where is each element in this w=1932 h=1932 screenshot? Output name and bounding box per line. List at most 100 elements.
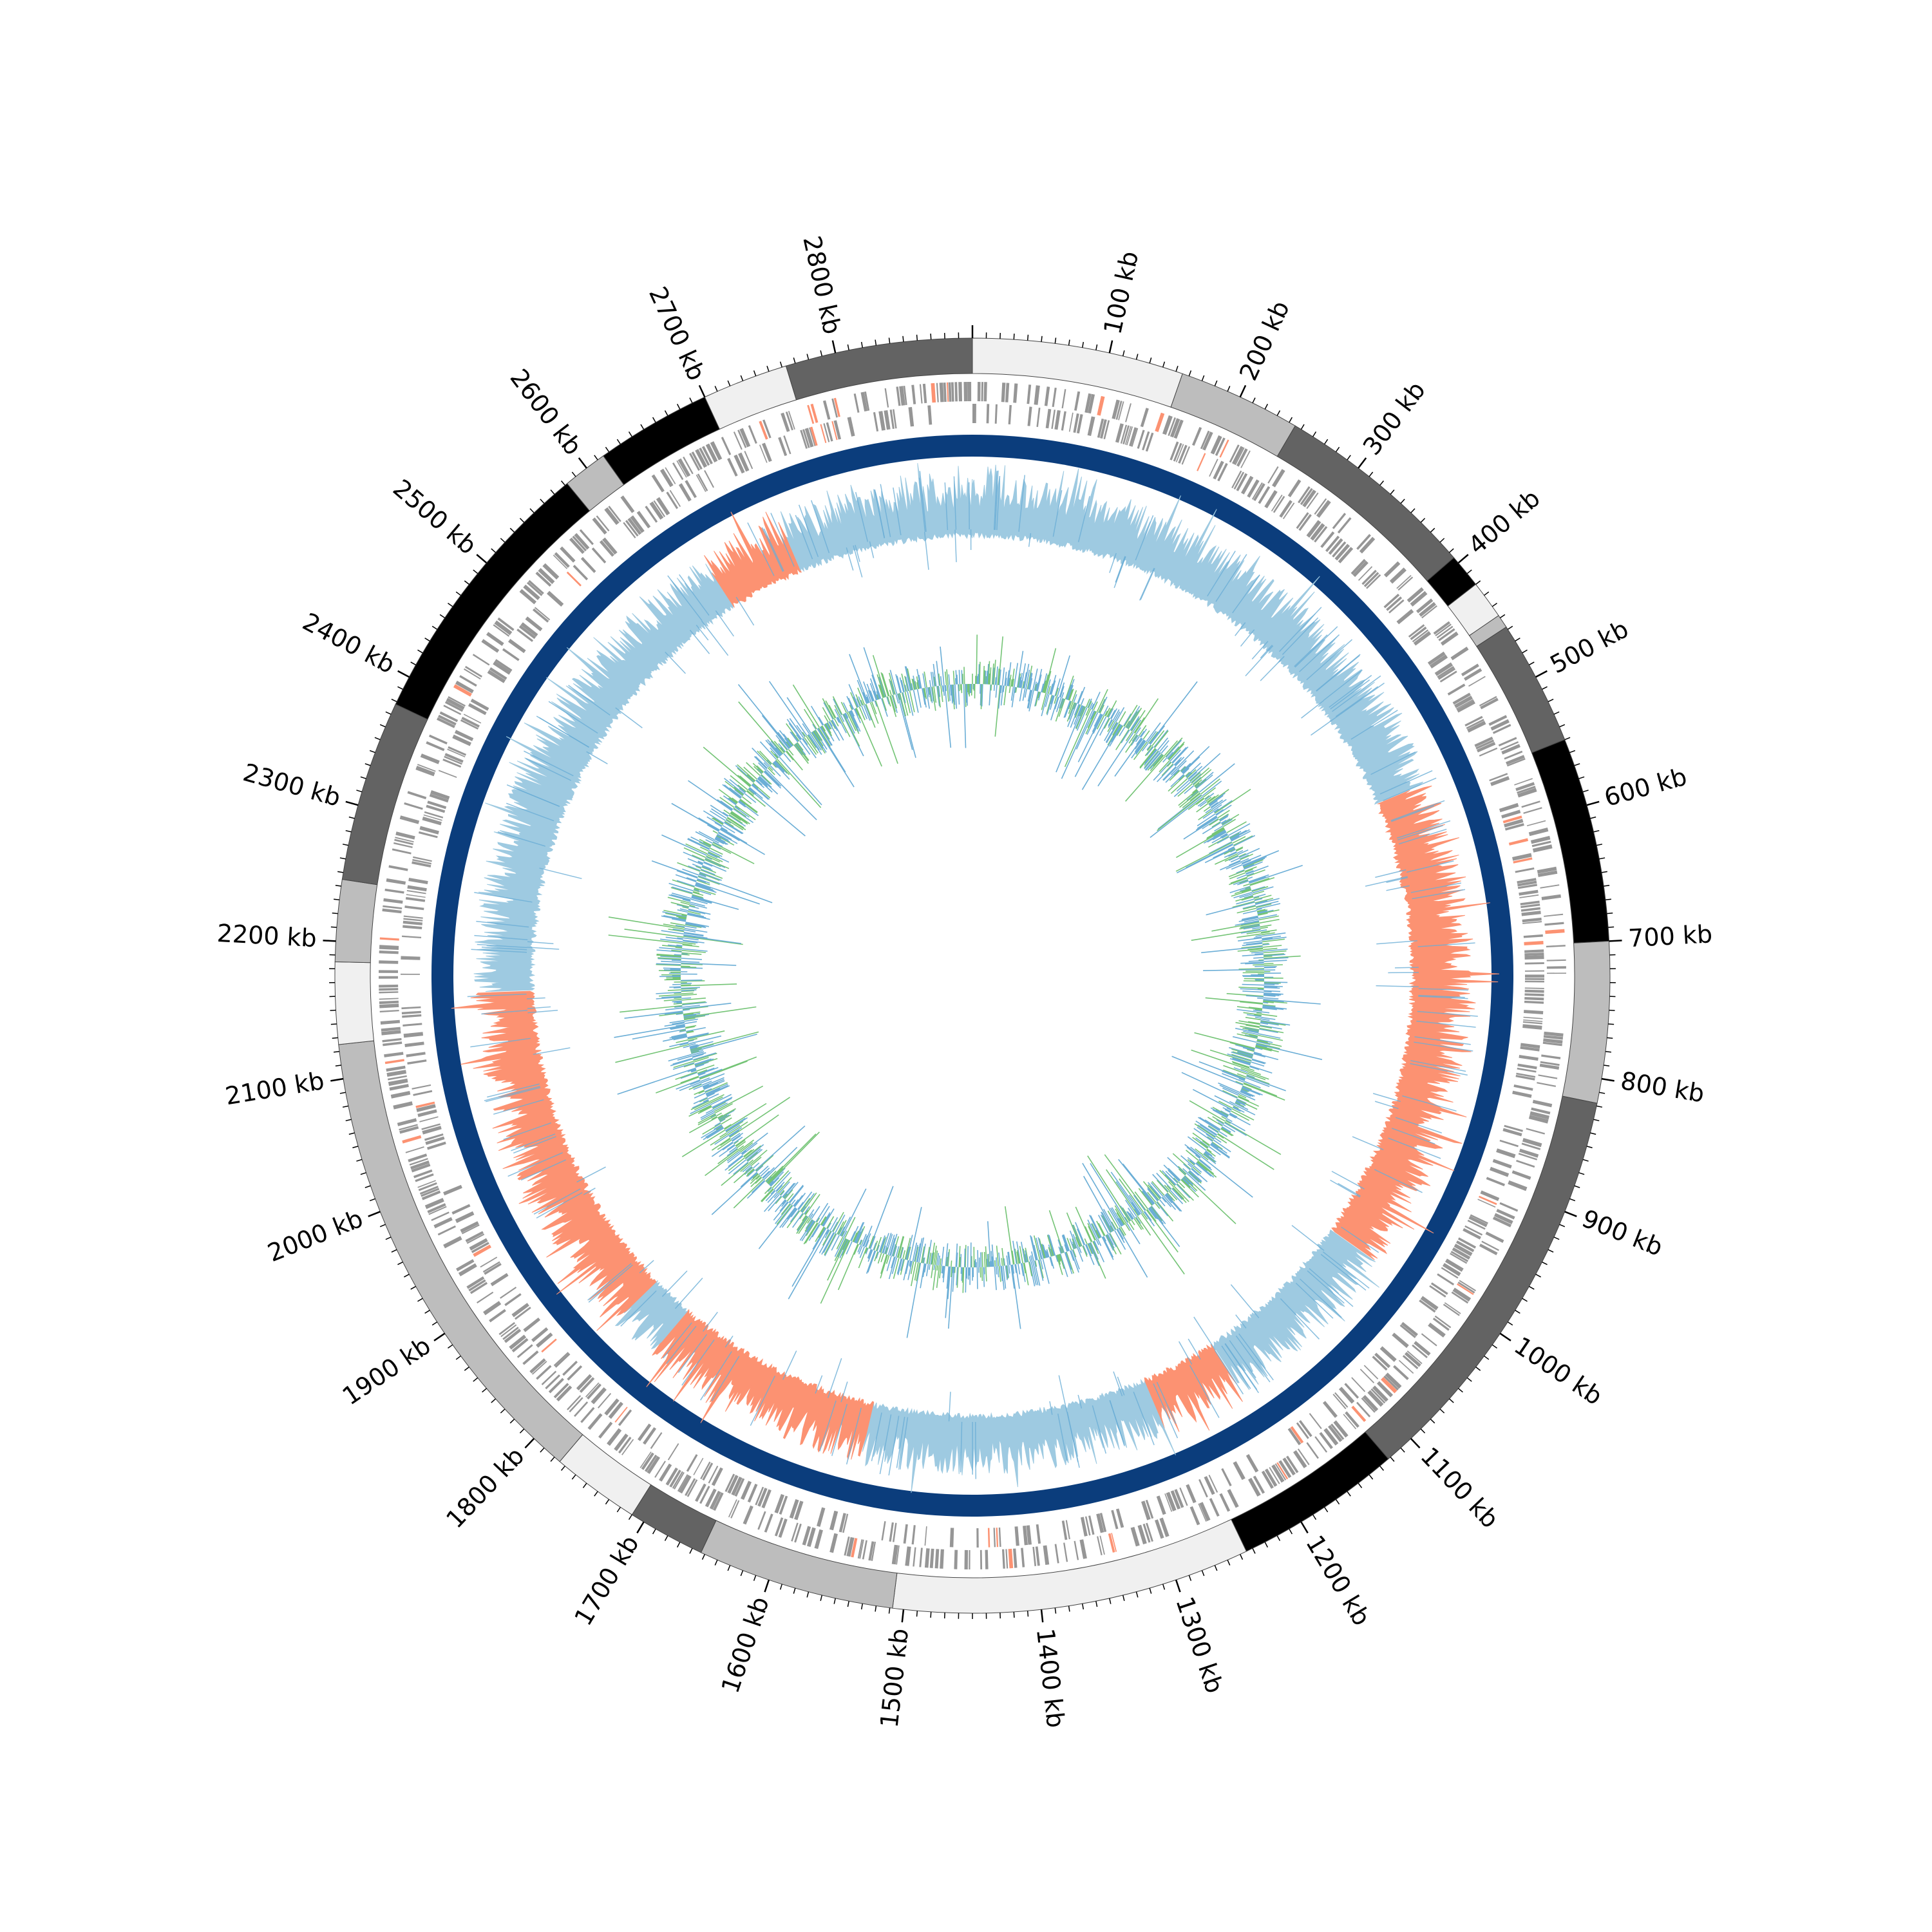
gene-feature	[1001, 1549, 1005, 1569]
gene-feature	[1296, 1422, 1309, 1439]
gc-content-bar	[1264, 983, 1279, 985]
gc-content-bar	[1238, 1094, 1247, 1099]
gc-content-bar	[1253, 936, 1262, 939]
minor-tick-mark	[348, 816, 355, 819]
gc-content-bar	[714, 1135, 729, 1145]
gc-content-bar	[897, 1258, 903, 1276]
gc-content-bar	[672, 928, 685, 932]
gc-skew-spike	[474, 934, 528, 941]
gc-content-bar	[1003, 686, 1007, 706]
gc-content-bar	[776, 1185, 783, 1193]
gene-feature	[1332, 541, 1347, 558]
gc-skew-spike	[1375, 869, 1406, 878]
gc-content-bar	[901, 679, 905, 692]
minor-tick-mark	[1368, 471, 1374, 477]
gc-content-bar	[1210, 1107, 1228, 1118]
gc-content-bar	[1228, 851, 1237, 857]
gc-content-bar	[687, 911, 701, 915]
minor-tick-mark	[1492, 602, 1497, 607]
gc-content-bar	[1064, 1252, 1073, 1274]
gene-feature	[927, 405, 933, 425]
gc-content-bar	[880, 672, 889, 697]
gc-skew-spike	[1412, 889, 1466, 900]
gene-feature	[448, 746, 467, 756]
gc-content-bar	[938, 1255, 940, 1265]
gc-content-bar	[1033, 1235, 1041, 1260]
gc-content-bar	[695, 866, 702, 869]
minor-tick-mark	[1448, 1398, 1454, 1403]
gc-content-bar	[976, 634, 978, 685]
gc-content-bar	[990, 1251, 993, 1267]
gc-content-bar	[1203, 1153, 1216, 1163]
gene-feature	[401, 1010, 421, 1015]
gc-content-bar	[798, 1191, 813, 1211]
gene-feature	[1013, 383, 1018, 403]
gc-content-bar	[930, 1253, 933, 1265]
gc-content-bar	[738, 701, 784, 755]
gc-content-bar	[1221, 1126, 1231, 1133]
gc-content-bar	[1034, 684, 1037, 691]
gc-skew-spike	[1215, 554, 1247, 602]
gene-feature	[1468, 1216, 1488, 1227]
gc-content-bar	[1236, 1006, 1262, 1010]
gc-content-bar	[744, 793, 757, 803]
gc-content-bar	[880, 1236, 887, 1253]
gene-feature	[734, 454, 745, 474]
gene-feature	[482, 1261, 500, 1273]
minor-tick-mark	[342, 1105, 349, 1108]
gc-content-bar	[1200, 1156, 1253, 1198]
gene-feature	[711, 1467, 723, 1486]
gene-feature	[1261, 1470, 1274, 1489]
gc-skew-spike	[747, 522, 775, 576]
gc-content-bar	[1235, 1081, 1244, 1085]
gc-content-bar	[996, 1257, 998, 1267]
gene-feature	[1287, 479, 1302, 498]
gene-feature	[1200, 430, 1210, 450]
gc-content-bar	[958, 684, 960, 705]
gc-content-bar	[710, 1094, 732, 1105]
gc-content-bar	[896, 1258, 902, 1274]
gene-feature	[1323, 1428, 1339, 1446]
gene-feature	[951, 382, 954, 402]
gc-content-bar	[1260, 924, 1272, 928]
gc-content-bar	[1041, 693, 1048, 717]
gc-content-bar	[672, 1057, 693, 1065]
minor-tick-mark	[1529, 1285, 1535, 1290]
minor-tick-mark	[1081, 341, 1084, 348]
gene-feature	[1467, 1219, 1486, 1230]
gc-content-bar	[832, 696, 843, 715]
gc-content-bar	[1204, 1119, 1221, 1130]
gc-content-bar	[806, 1221, 816, 1236]
minor-tick-mark	[1529, 661, 1535, 666]
gc-content-bar	[1064, 708, 1092, 768]
major-tick-mark	[1300, 1521, 1309, 1534]
gc-content-bar	[772, 762, 778, 768]
gene-feature	[547, 591, 564, 607]
gene-feature	[402, 935, 422, 938]
gc-content-bar	[757, 778, 773, 793]
gc-content-bar	[697, 860, 704, 864]
gene-feature	[764, 1513, 773, 1533]
gc-content-bar	[909, 1207, 922, 1261]
gc-content-bar	[856, 698, 861, 707]
gc-content-bar	[862, 692, 868, 704]
gene-feature	[1227, 1489, 1239, 1508]
gc-content-bar	[1046, 1235, 1054, 1256]
gc-content-bar	[773, 1201, 789, 1221]
gene-feature	[1001, 383, 1006, 402]
gc-content-bar	[1189, 753, 1221, 782]
gc-content-bar	[708, 851, 730, 863]
gc-content-bar	[773, 741, 785, 753]
gc-content-bar	[956, 674, 958, 685]
gc-content-bar	[699, 1105, 712, 1113]
gc-content-bar	[786, 1208, 797, 1220]
gene-feature	[636, 511, 651, 529]
gc-content-bar	[710, 1096, 723, 1104]
gene-feature	[1454, 696, 1473, 708]
gc-content-bar	[785, 751, 794, 761]
gene-feature	[831, 398, 838, 418]
gc-content-bar	[1251, 886, 1269, 893]
gene-feature	[677, 458, 691, 477]
gc-content-bar	[1107, 1210, 1119, 1229]
gc-content-bar	[1211, 821, 1221, 828]
